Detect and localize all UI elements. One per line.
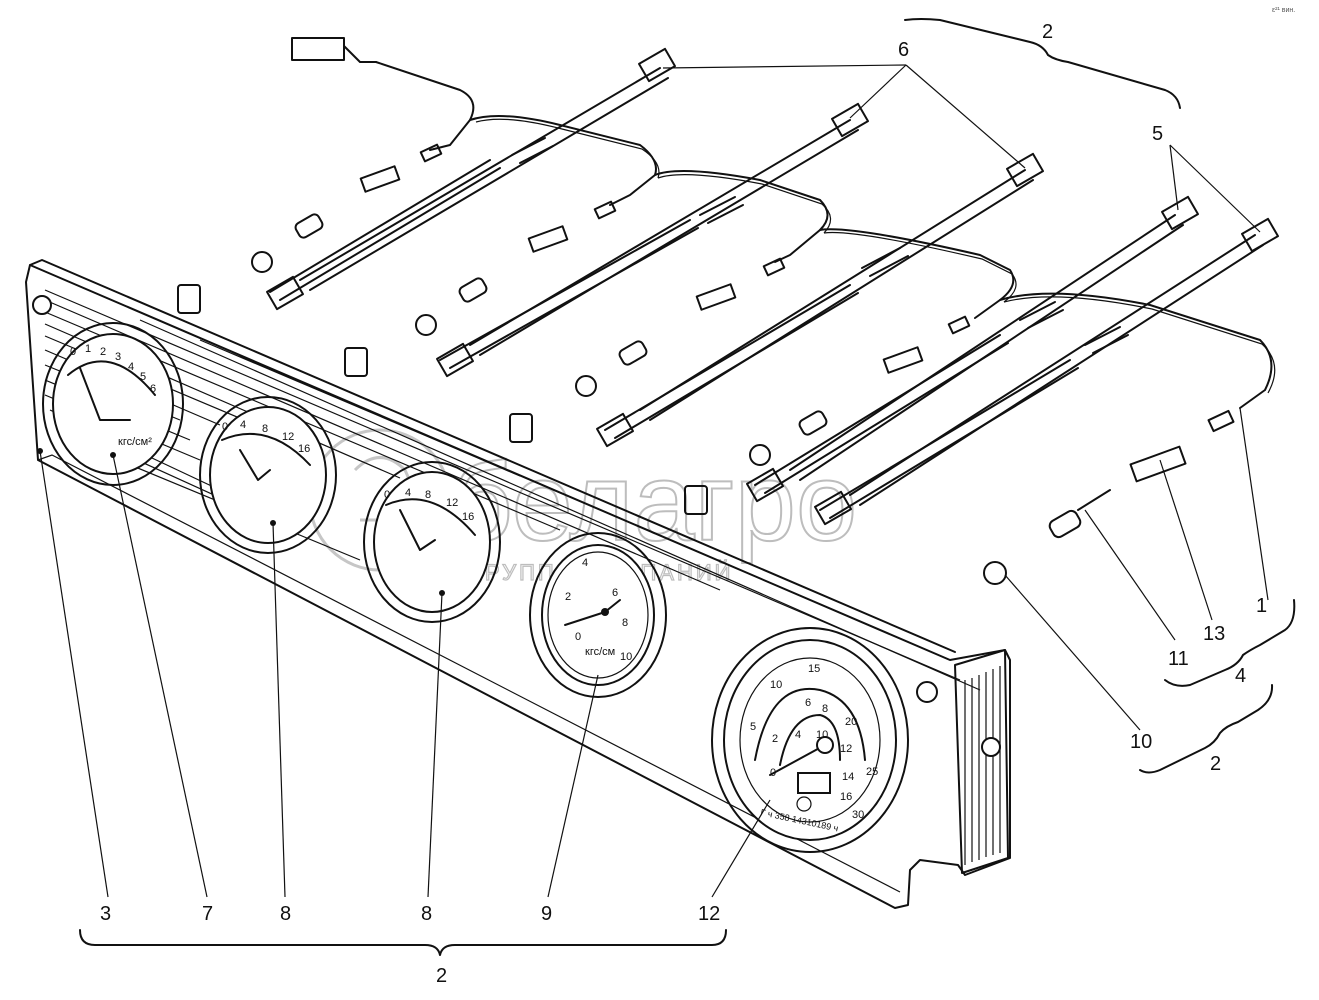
gauge-tick: 8: [262, 423, 268, 435]
callout-2: 2: [1042, 21, 1053, 43]
gauge-tick: 6: [612, 587, 618, 599]
gauge-tick: 12: [446, 497, 458, 509]
screw-icon: [251, 251, 273, 273]
gauge-tick: 10: [770, 679, 782, 691]
gauge-tick: 14: [842, 771, 854, 783]
gauge-tick: 3: [115, 351, 121, 363]
gauge-tick: 4: [582, 557, 588, 569]
gauge-tick: 6: [150, 383, 156, 395]
temperature-gauge-2: 0 4 8 12 16: [363, 461, 501, 623]
callout-12: 12: [698, 903, 720, 925]
gauge-tick: 8: [425, 489, 431, 501]
gauge-tick: 6: [805, 697, 811, 709]
gauge-unit: кгс/см: [585, 646, 615, 658]
gauge-tick: 20: [845, 716, 857, 728]
leader-lines: [39, 64, 1269, 898]
hose-assemblies: [266, 47, 1279, 526]
callout-6: 6: [898, 39, 909, 61]
callout-8: 8: [280, 903, 291, 925]
gauge-tick: 4: [128, 361, 134, 373]
gauge-tick: 2: [565, 591, 571, 603]
tachometer-gauge: 5 10 15 20 25 30 0 2 4 6 8 10 12 14 16 Г…: [711, 627, 909, 853]
small-parts: [251, 137, 1235, 585]
callout-2: 2: [1210, 753, 1221, 775]
gauge-tick: 12: [840, 743, 852, 755]
callout-11: 11: [1168, 648, 1189, 670]
gauge-tick: 4: [240, 419, 246, 431]
temperature-gauge-1: 0 4 8 12 16: [199, 396, 337, 554]
gauge-tick: 10: [620, 651, 632, 663]
callout-2: 2: [436, 965, 447, 987]
screw-icon: [981, 737, 1001, 757]
screw-icon: [32, 295, 52, 315]
callout-10: 10: [1130, 731, 1152, 753]
gauge-tick: 0: [70, 346, 76, 358]
gauge-tick: 8: [622, 617, 628, 629]
gauge-tick: 1: [85, 343, 91, 355]
gauge-tick: 4: [405, 487, 411, 499]
screw-icon: [749, 444, 771, 466]
gauge-unit: кгс/см²: [118, 436, 152, 448]
callout-numbers: 3 7 8 8 9 12 2 2 6 5 1 13 11 4 10 2: [100, 21, 1267, 987]
gauge-tick: 0: [222, 421, 228, 433]
brace-brackets: [79, 18, 1296, 956]
screw-icon: [575, 375, 597, 397]
screw-icon: [983, 561, 1007, 585]
gauge-tick: 10: [816, 729, 828, 741]
screw-icon: [916, 681, 938, 703]
callout-7: 7: [202, 903, 213, 925]
capillary-lines: [291, 37, 1276, 409]
corner-mark: ε²¹ вин.: [1272, 7, 1295, 14]
watermark: белагро ГРУППА КОМПАНИЙ: [308, 428, 858, 586]
gauge-tick: 30: [852, 809, 864, 821]
callout-13: 13: [1203, 623, 1225, 645]
gauge-tick: 2: [100, 346, 106, 358]
gauge-tick: 5: [140, 371, 146, 383]
gauge-tick: 0: [770, 767, 776, 779]
gauge-tick: 15: [808, 663, 820, 675]
callout-5: 5: [1152, 123, 1163, 145]
gauge-tick: 4: [795, 729, 801, 741]
gauge-tick: 25: [866, 766, 878, 778]
gauge-tick: 8: [822, 703, 828, 715]
gauge-tick: 16: [462, 511, 474, 523]
callout-4: 4: [1235, 665, 1246, 687]
gauge-tick: 12: [282, 431, 294, 443]
screw-icon: [415, 314, 437, 336]
callout-8: 8: [421, 903, 432, 925]
callout-1: 1: [1256, 595, 1267, 617]
air-pressure-gauge: 0 2 4 6 8 10 кгс/см: [529, 532, 667, 698]
gauge-tick: 0: [384, 489, 390, 501]
gauge-tick: 16: [840, 791, 852, 803]
callout-9: 9: [541, 903, 552, 925]
callout-3: 3: [100, 903, 111, 925]
gauge-tick: 2: [772, 733, 778, 745]
gauge-tick: 16: [298, 443, 310, 455]
oil-pressure-gauge: 0 1 2 3 4 5 6 кгс/см²: [42, 322, 184, 486]
gauge-tick: 0: [575, 631, 581, 643]
gauge-tick: 5: [750, 721, 756, 733]
